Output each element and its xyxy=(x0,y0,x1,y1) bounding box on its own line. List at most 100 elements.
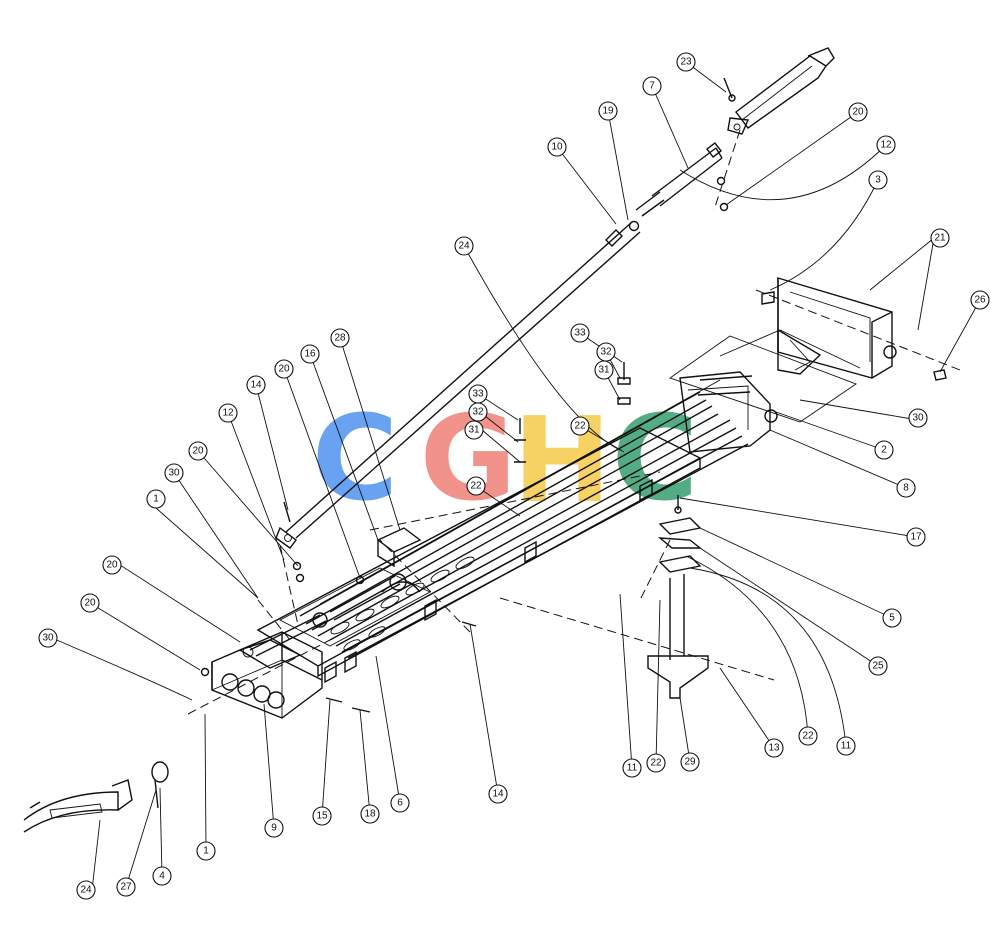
cylinder-pins xyxy=(716,77,736,212)
callout-4: 4 xyxy=(152,866,172,886)
callout-12: 12 xyxy=(218,403,238,423)
callout-16: 16 xyxy=(300,344,320,364)
callout-20: 20 xyxy=(274,359,294,379)
svg-text:32: 32 xyxy=(600,347,612,358)
callout-10: 10 xyxy=(547,137,567,157)
callout-17: 17 xyxy=(906,527,926,547)
svg-text:24: 24 xyxy=(80,885,92,896)
svg-text:22: 22 xyxy=(470,481,482,492)
rear-housing xyxy=(211,631,323,719)
svg-text:22: 22 xyxy=(802,731,814,742)
mechanical-assembly: 1 1 2 3 4 5 6 7 8 9 10 11 11 12 12 13 14… xyxy=(23,47,990,900)
callout-11: 11 xyxy=(622,758,642,778)
callout-20: 20 xyxy=(102,555,122,575)
seal-outline xyxy=(669,329,861,423)
svg-text:16: 16 xyxy=(304,349,316,360)
svg-text:12: 12 xyxy=(222,408,234,419)
svg-text:27: 27 xyxy=(120,882,132,893)
callout-14: 14 xyxy=(246,375,266,395)
svg-text:15: 15 xyxy=(316,811,328,822)
svg-text:8: 8 xyxy=(903,483,909,494)
callout-5: 5 xyxy=(882,608,902,628)
svg-text:1: 1 xyxy=(203,846,209,857)
svg-text:32: 32 xyxy=(472,407,484,418)
svg-text:30: 30 xyxy=(42,633,54,644)
svg-text:3: 3 xyxy=(875,175,881,186)
svg-text:20: 20 xyxy=(192,446,204,457)
callout-30: 30 xyxy=(164,463,184,483)
callout-24: 24 xyxy=(76,880,96,900)
svg-text:29: 29 xyxy=(684,757,696,768)
svg-text:28: 28 xyxy=(334,333,346,344)
svg-text:10: 10 xyxy=(551,142,563,153)
svg-text:2: 2 xyxy=(881,445,887,456)
callout-24: 24 xyxy=(454,236,474,256)
svg-text:21: 21 xyxy=(934,233,946,244)
callout-25: 25 xyxy=(868,656,888,676)
callout-18: 18 xyxy=(360,804,380,824)
svg-text:11: 11 xyxy=(627,763,638,774)
callout-29: 29 xyxy=(680,752,700,772)
svg-text:31: 31 xyxy=(468,425,480,436)
callout-14: 14 xyxy=(488,784,508,804)
small-hardware xyxy=(200,362,947,713)
callout-30: 30 xyxy=(38,628,58,648)
callout-22: 22 xyxy=(466,476,486,496)
svg-text:20: 20 xyxy=(84,598,96,609)
svg-text:20: 20 xyxy=(278,364,290,375)
watermark-letter-c2: C xyxy=(612,389,699,527)
svg-text:17: 17 xyxy=(910,532,922,543)
callout-20: 20 xyxy=(188,441,208,461)
callouts: 1 1 2 3 4 5 6 7 8 9 10 11 11 12 12 13 14… xyxy=(38,52,990,900)
svg-text:1: 1 xyxy=(153,494,159,505)
svg-text:14: 14 xyxy=(250,380,262,391)
callout-33: 33 xyxy=(570,323,590,343)
svg-text:24: 24 xyxy=(458,241,470,252)
svg-text:33: 33 xyxy=(472,389,484,400)
callout-1: 1 xyxy=(146,489,166,509)
svg-text:23: 23 xyxy=(680,57,692,68)
callout-9: 9 xyxy=(264,818,284,838)
svg-text:25: 25 xyxy=(872,661,884,672)
svg-text:30: 30 xyxy=(912,413,924,424)
callout-11: 11 xyxy=(836,736,856,756)
pivot-shaft xyxy=(249,527,422,657)
front-bracket xyxy=(761,277,897,379)
long-rod xyxy=(275,220,641,549)
callout-22: 22 xyxy=(646,753,666,773)
callout-22: 22 xyxy=(570,416,590,436)
callout-22: 22 xyxy=(798,726,818,746)
hydraulic-cylinder xyxy=(635,47,835,217)
svg-text:7: 7 xyxy=(649,81,655,92)
loose-parts xyxy=(23,761,169,833)
svg-text:31: 31 xyxy=(598,365,610,376)
callout-13: 13 xyxy=(764,738,784,758)
callout-28: 28 xyxy=(330,328,350,348)
svg-text:33: 33 xyxy=(574,328,586,339)
callout-21: 21 xyxy=(930,228,950,248)
svg-text:22: 22 xyxy=(574,421,586,432)
svg-text:12: 12 xyxy=(880,140,892,151)
svg-text:26: 26 xyxy=(974,295,986,306)
callout-32: 32 xyxy=(596,342,616,362)
svg-text:19: 19 xyxy=(602,106,614,117)
svg-text:11: 11 xyxy=(841,741,852,752)
svg-text:13: 13 xyxy=(768,743,780,754)
callout-33: 33 xyxy=(468,384,488,404)
callout-12: 12 xyxy=(876,135,896,155)
watermark-letter-h: H xyxy=(513,391,612,529)
svg-text:18: 18 xyxy=(364,809,376,820)
callout-26: 26 xyxy=(970,290,990,310)
callout-31: 31 xyxy=(594,360,614,380)
callout-6: 6 xyxy=(390,793,410,813)
callout-27: 27 xyxy=(116,877,136,897)
svg-text:6: 6 xyxy=(397,798,403,809)
svg-text:5: 5 xyxy=(889,613,895,624)
callout-8: 8 xyxy=(896,478,916,498)
svg-text:22: 22 xyxy=(650,758,662,769)
callout-20: 20 xyxy=(80,593,100,613)
svg-text:4: 4 xyxy=(159,871,165,882)
callout-30: 30 xyxy=(908,408,928,428)
callout-2: 2 xyxy=(874,440,894,460)
